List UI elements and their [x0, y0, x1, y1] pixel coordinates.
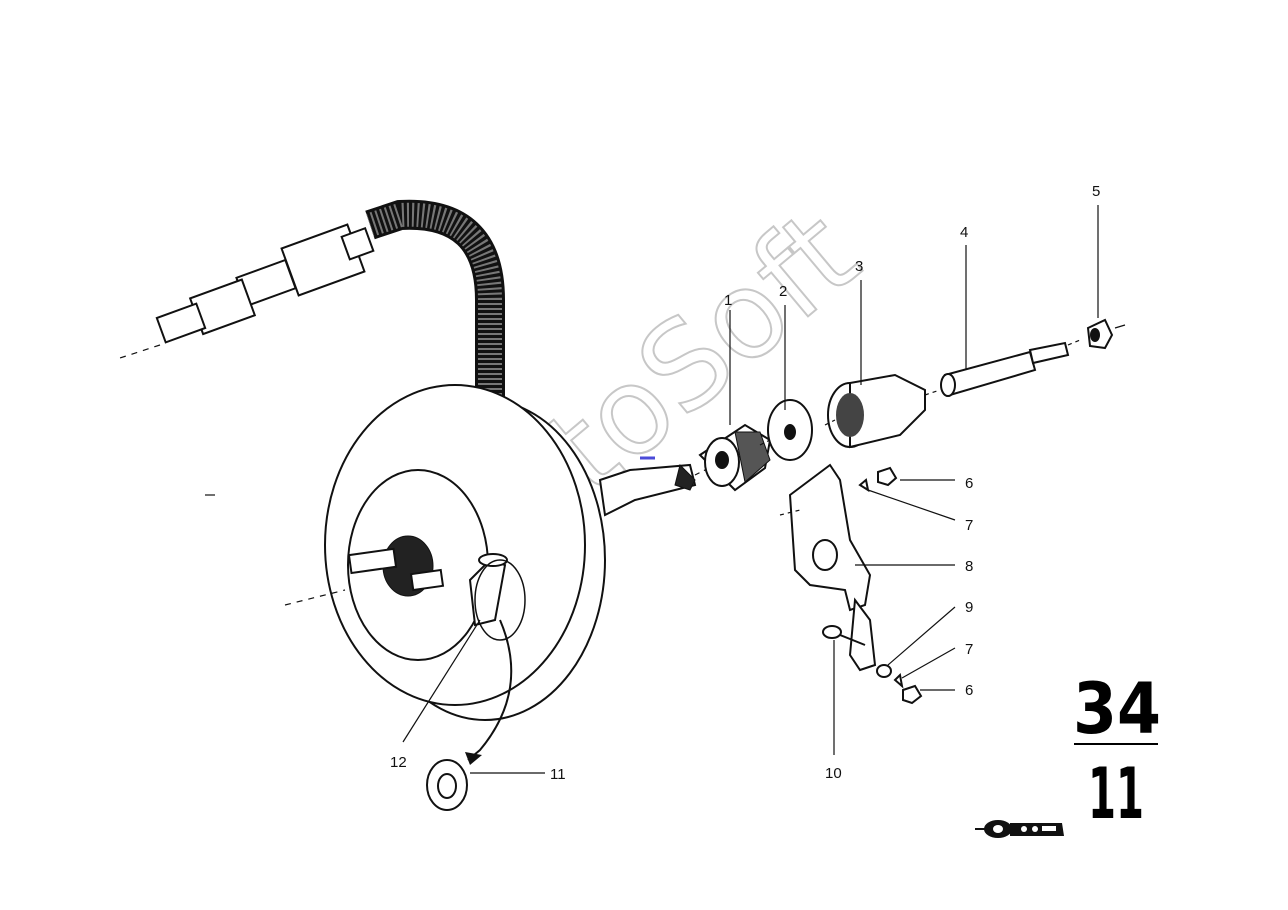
- leader-12: [402, 619, 481, 743]
- part-3-seal-boot: [824, 373, 926, 449]
- assembly-arrow-head: [465, 752, 482, 765]
- callout-7a: 7: [965, 517, 973, 534]
- callout-6b: 6: [965, 682, 973, 699]
- callout-1: 1: [724, 292, 732, 309]
- part-4-sleeve: [924, 341, 1070, 397]
- part-10-bolt: [822, 625, 866, 646]
- part-6-nut-lower: [902, 684, 923, 705]
- callout-3: 3: [855, 258, 863, 275]
- callout-7b: 7: [965, 641, 973, 658]
- part-7-washer-upper: [858, 478, 870, 493]
- brand-mark-icon: [975, 820, 1064, 838]
- callout-9: 9: [965, 599, 973, 616]
- leader-7a: [867, 489, 956, 521]
- torque-converter: [205, 384, 606, 721]
- group-number-bottom: 11: [1088, 753, 1144, 835]
- part-9-washer: [876, 664, 892, 678]
- part-2-washer: [759, 399, 813, 461]
- part-11-ring: [426, 759, 468, 811]
- part-8-bracket: [779, 463, 877, 672]
- callout-5: 5: [1092, 183, 1100, 200]
- callout-12: 12: [390, 754, 407, 771]
- part-6-nut-upper: [877, 466, 898, 487]
- leader-9: [887, 606, 956, 666]
- leader-7b: [901, 647, 956, 679]
- assembly-arrow: [467, 619, 513, 761]
- callout-10: 10: [825, 765, 842, 782]
- callout-4: 4: [960, 224, 968, 241]
- part-7-washer-lower: [893, 672, 904, 689]
- callout-2: 2: [779, 283, 787, 300]
- callout-8: 8: [965, 558, 973, 575]
- callout-6a: 6: [965, 475, 973, 492]
- callout-11: 11: [550, 766, 566, 783]
- hose-assembly: [119, 199, 505, 510]
- part-1-bushing: [698, 423, 772, 492]
- part-5-nut: [1067, 318, 1126, 350]
- group-number-top: 34: [1073, 668, 1161, 750]
